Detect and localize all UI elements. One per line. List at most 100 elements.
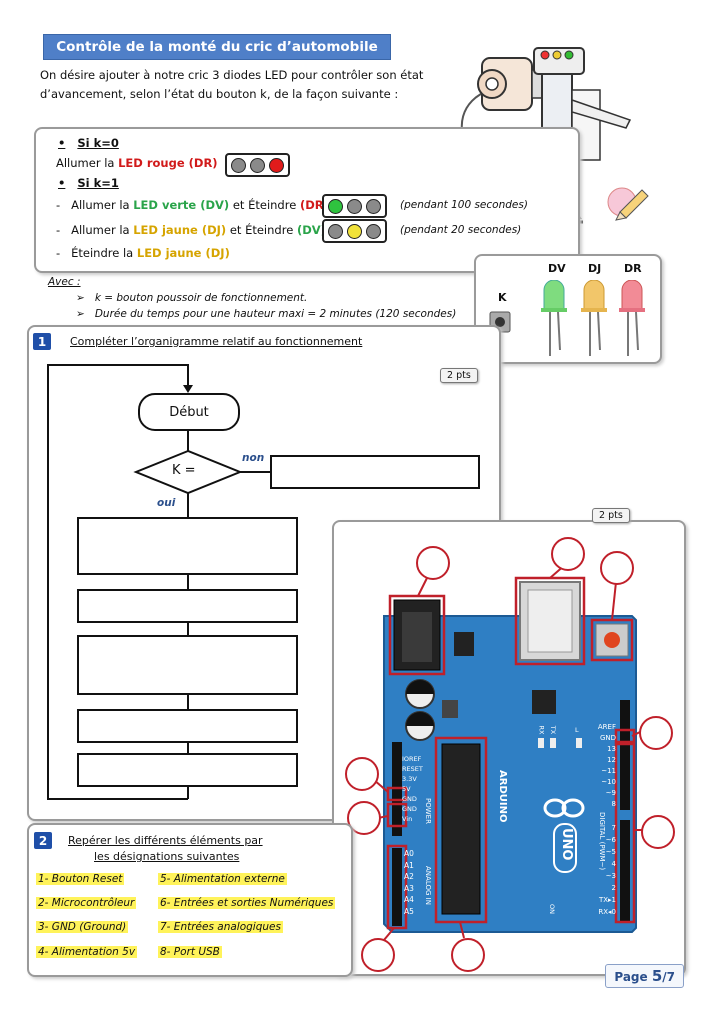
callout-reset[interactable]: [600, 551, 634, 585]
flowchart-yes-label: oui: [157, 497, 176, 509]
avec-item-2: ➢ Durée du temps pour une hauteur maxi =…: [76, 308, 457, 320]
pin-11: ~11: [601, 767, 616, 775]
led-off-dot: [366, 198, 381, 214]
pin-8: 8: [611, 800, 616, 808]
pin-reset: RESET: [402, 765, 423, 773]
callout-gnd-top[interactable]: [639, 716, 673, 750]
pencil-icon: [607, 187, 649, 221]
pin-gnd-1: GND: [402, 795, 417, 803]
rule-line-2-note: (pendant 20 secondes): [400, 224, 522, 236]
digital-pin-labels-bottom: 7 ~6 ~5 4 ~3 2 TX▸1 RX◂0: [588, 822, 616, 918]
green-led-icon: [541, 280, 567, 356]
section-1-number: 1: [33, 333, 51, 350]
section-2-heading-1: Repérer les différents éléments par: [68, 834, 263, 847]
pin-tx1: TX▸1: [598, 896, 616, 904]
callout-usb[interactable]: [551, 537, 585, 571]
pin-6: ~6: [605, 836, 616, 844]
callout-power-jack[interactable]: [416, 546, 450, 580]
pin-gnd-2: GND: [402, 805, 417, 813]
designation-6: 6- Entrées et sorties Numériques: [158, 897, 336, 909]
page-title: Contrôle de la monté du cric d’automobil…: [43, 34, 391, 60]
led-off-dot: [366, 223, 381, 239]
pin-5v: 5V: [402, 785, 411, 793]
flowchart-step-box-5[interactable]: [77, 753, 298, 787]
pin-a1: A1: [404, 860, 414, 870]
rule-case-0-action: Allumer la LED rouge (DR): [56, 156, 218, 170]
pin-a3: A3: [404, 883, 414, 893]
callout-5v[interactable]: [345, 757, 379, 791]
red-led-icon: [619, 280, 645, 356]
rule-case-1: •Si k=1: [58, 176, 119, 190]
rx-label: RX: [537, 725, 546, 735]
page-number: Page 5/7: [605, 964, 684, 988]
yellow-led-icon: [581, 280, 607, 356]
board-brand: ARDUINO: [497, 770, 508, 823]
section-2-heading-2: les désignations suivantes: [94, 850, 240, 863]
arduino-board-drawing: [373, 563, 642, 941]
pin-a4: A4: [404, 895, 414, 904]
pin-a5: A5: [404, 906, 414, 916]
flowchart-decision-label: K =: [172, 463, 196, 478]
intro-line-2: d’avancement, selon l’état du bouton k, …: [40, 87, 399, 101]
power-label: POWER: [424, 798, 432, 824]
led-green-dot: [328, 198, 343, 214]
pin-2: 2: [611, 884, 616, 892]
section-1-heading: Compléter l’organigramme relatif au fonc…: [70, 335, 363, 348]
flowchart-step-box-4[interactable]: [77, 709, 298, 743]
led-dr-label: DR: [624, 262, 642, 275]
flowchart-step-box-2[interactable]: [77, 589, 298, 623]
designation-1: 1- Bouton Reset: [36, 873, 125, 885]
pin-12: 12: [607, 756, 616, 764]
rule-line-1: - Allumer la LED verte (DV) et Éteindre …: [56, 198, 329, 212]
led-off-dot: [347, 198, 362, 214]
callout-analog[interactable]: [361, 938, 395, 972]
avec-item-1: ➢ k = bouton poussoir de fonctionnement.: [76, 292, 308, 304]
flowchart-no-box[interactable]: [270, 455, 480, 489]
board-model: UNO: [559, 828, 574, 861]
section-2-number: 2: [34, 832, 52, 849]
designation-2: 2- Microcontrôleur: [36, 897, 137, 909]
power-pin-labels: IOREF RESET 3.3V 5V GND GND Vin: [402, 754, 423, 824]
pin-10: ~10: [601, 778, 616, 786]
flowchart-step-box-1[interactable]: [77, 517, 298, 575]
callout-gnd-power[interactable]: [347, 801, 381, 835]
l-label: L: [575, 726, 579, 734]
led-dv-label: DV: [548, 262, 566, 275]
pin-vin: Vin: [402, 815, 413, 823]
flowchart-no-label: non: [242, 452, 265, 464]
avec-label: Avec :: [48, 276, 81, 288]
rule-line-1-note: (pendant 100 secondes): [400, 199, 528, 211]
digital-label: DIGITAL (PWM~): [598, 812, 606, 871]
tx-label: TX: [549, 725, 558, 735]
designation-5: 5- Alimentation externe: [158, 873, 287, 885]
pin-rx0: RX◂0: [598, 908, 616, 916]
intro-text: On désire ajouter à notre cric 3 diodes …: [40, 66, 470, 104]
led-indicator-yellow-on: [322, 219, 387, 243]
callout-microcontroller[interactable]: [451, 938, 485, 972]
pin-ioref: IOREF: [402, 755, 422, 763]
designation-4: 4- Alimentation 5v: [36, 946, 138, 958]
led-off-dot: [231, 157, 246, 173]
pin-4: 4: [611, 860, 616, 868]
pin-7: 7: [611, 824, 616, 832]
led-off-dot: [328, 223, 343, 239]
designation-7: 7- Entrées analogiques: [158, 921, 283, 933]
pin-a0: A0: [404, 849, 414, 858]
designation-8: 8- Port USB: [158, 946, 222, 958]
led-off-dot: [250, 157, 265, 173]
pin-9: ~9: [605, 789, 616, 797]
designation-3: 3- GND (Ground): [36, 921, 129, 933]
led-indicator-green-on: [322, 194, 387, 218]
flowchart-step-box-3[interactable]: [77, 635, 298, 695]
led-dj-label: DJ: [588, 262, 602, 275]
pin-aref: AREF: [597, 723, 616, 731]
callout-digital[interactable]: [641, 815, 675, 849]
led-indicator-red-on: [225, 153, 290, 177]
led-components-drawing: [489, 280, 645, 356]
on-label: ON: [548, 904, 556, 914]
led-yellow-dot: [347, 223, 362, 239]
rule-line-3: - Éteindre la LED jaune (DJ): [56, 246, 230, 260]
section-board-points: 2 pts: [592, 508, 630, 523]
flowchart-start: Début: [138, 393, 240, 431]
pin-a2: A2: [404, 872, 414, 881]
